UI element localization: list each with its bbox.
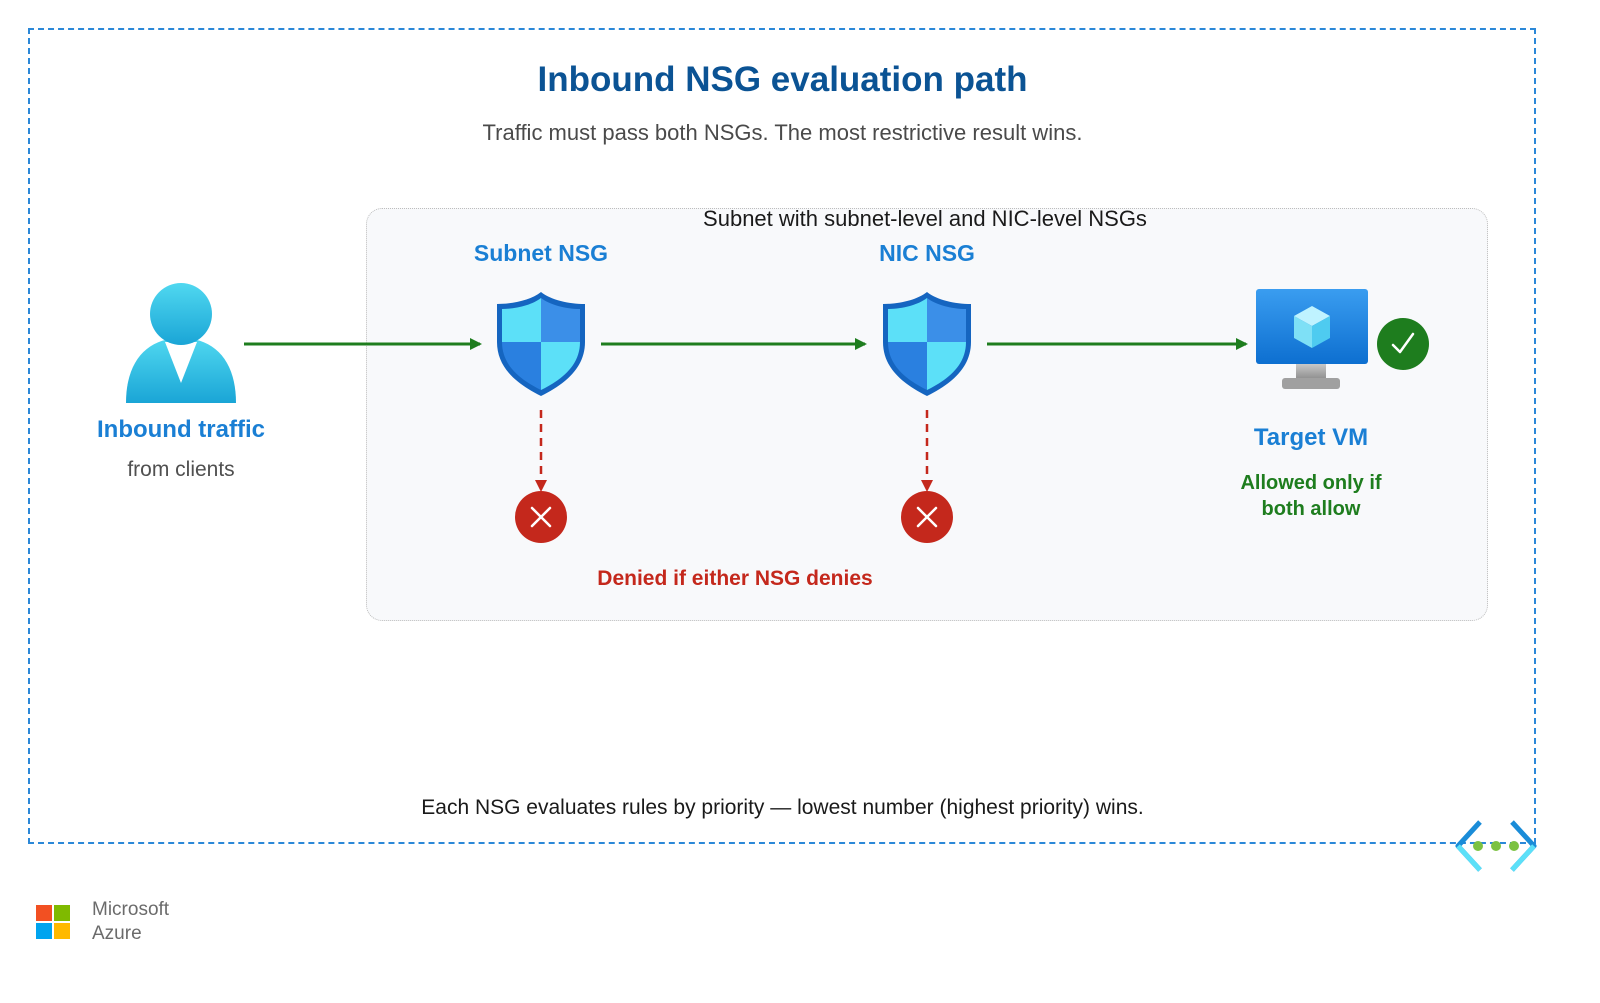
- source-caption: from clients: [127, 458, 235, 481]
- target-caption-line1: Allowed only if: [1240, 472, 1382, 494]
- check-icon: [1377, 318, 1429, 370]
- target-caption-line2: both allow: [1261, 498, 1361, 520]
- deny-x-icon: [515, 491, 567, 543]
- diagram-frame: [28, 28, 1536, 844]
- brand-line1: Microsoft: [92, 899, 170, 920]
- subnet-nsg-shield-icon: [497, 292, 585, 396]
- virtual-machine-icon: [1256, 289, 1368, 389]
- page-title: Inbound NSG evaluation path: [537, 60, 1028, 99]
- brand-line2: Azure: [92, 923, 142, 944]
- brand-text: Microsoft Azure: [92, 898, 169, 946]
- nic-nsg-shield-icon: [883, 292, 971, 396]
- page-subtitle: Traffic must pass both NSGs. The most re…: [482, 120, 1083, 145]
- subnet-nsg-title: Subnet NSG: [473, 240, 609, 266]
- deny-label: Denied if either NSG denies: [597, 567, 873, 590]
- nic-nsg-title: NIC NSG: [879, 240, 975, 266]
- deny-x-icon: [901, 491, 953, 543]
- footer-note: Each NSG evaluates rules by priority — l…: [421, 796, 1144, 819]
- subnet-label: Subnet with subnet-level and NIC-level N…: [703, 206, 1147, 231]
- source-title: Inbound traffic: [97, 416, 265, 443]
- target-title: Target VM: [1253, 424, 1369, 451]
- target-caption: Allowed only if both allow: [1196, 470, 1426, 522]
- user-icon: [126, 283, 236, 403]
- microsoft-logo: [36, 905, 70, 939]
- virtual-network-icon: [1455, 820, 1537, 872]
